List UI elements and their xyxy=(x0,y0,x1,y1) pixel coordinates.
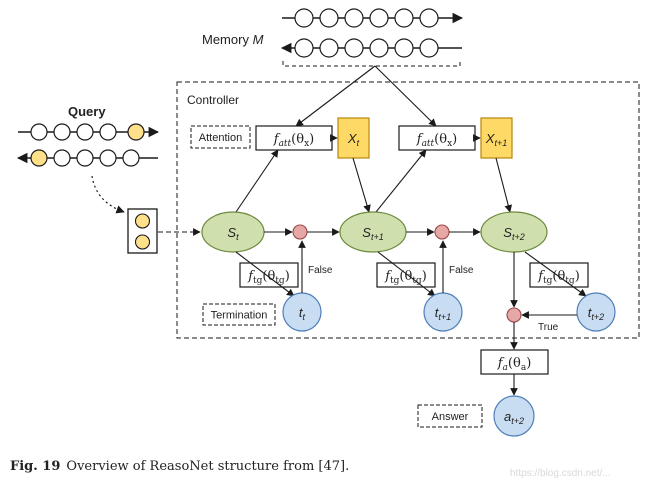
attention-label: Attention xyxy=(199,132,242,144)
terminal-t: tt xyxy=(282,292,322,332)
answer-label: Answer xyxy=(432,411,469,423)
termination-fn-box-1: ftg(θtg) xyxy=(239,262,299,288)
query-encoding xyxy=(127,208,158,254)
svg-text:St: St xyxy=(227,225,239,242)
terminal-t1: tt+1 xyxy=(423,292,463,332)
query-chain-top xyxy=(18,123,160,141)
memory-chain-bottom xyxy=(280,38,462,58)
query-chain-bottom xyxy=(16,149,158,167)
attention-label-box xyxy=(190,125,251,149)
memory-to-attention-2 xyxy=(374,65,437,127)
state-t1-to-terminal xyxy=(377,251,436,297)
state-t-to-attention xyxy=(235,149,279,213)
termination-label: Termination xyxy=(211,310,268,322)
svg-text:fatt(θx): fatt(θx) xyxy=(273,132,314,149)
termination-label-box xyxy=(202,303,276,326)
svg-text:ftg(θtg): ftg(θtg) xyxy=(384,269,427,286)
svg-text:at+2: at+2 xyxy=(504,409,524,426)
svg-text:St+2: St+2 xyxy=(503,225,524,242)
true-label: True xyxy=(538,322,559,333)
answer-fn-box: fa(θa) xyxy=(480,349,549,375)
termination-fn-box-2: ftg(θtg) xyxy=(376,262,436,288)
svg-text:fatt(θx): fatt(θx) xyxy=(416,132,457,149)
svg-text:fa(θa): fa(θa) xyxy=(497,356,532,373)
controller-label: Controller xyxy=(187,93,239,107)
controller-frame xyxy=(176,81,640,339)
svg-text:tt+2: tt+2 xyxy=(588,305,604,322)
query-label: Query xyxy=(68,104,106,119)
state-t1-to-attention xyxy=(375,149,427,213)
answer-gate xyxy=(506,307,522,323)
terminal-t2: tt+2 xyxy=(576,292,616,332)
svg-text:tt+1: tt+1 xyxy=(435,305,451,322)
svg-text:tt: tt xyxy=(299,305,306,322)
query-curve-arrow xyxy=(91,175,125,214)
x-box-t: Xt xyxy=(337,117,370,159)
state-t1: St+1 xyxy=(339,211,407,253)
svg-text:St+1: St+1 xyxy=(362,225,383,242)
x-t-to-state-t1 xyxy=(352,157,371,213)
state-t: St xyxy=(201,211,265,253)
false-label-1: False xyxy=(308,265,333,276)
memory-label: Memory M xyxy=(202,32,264,47)
memory-chain-top xyxy=(282,8,464,28)
memory-bracket xyxy=(282,61,461,67)
attention-fn-box-2: fatt(θx) xyxy=(398,125,476,151)
state-t2: St+2 xyxy=(480,211,548,253)
x-t1-to-state-t2 xyxy=(495,157,512,213)
x-box-t1: Xt+1 xyxy=(480,117,513,159)
termination-fn-box-3: ftg(θtg) xyxy=(529,262,589,288)
state-t-to-terminal xyxy=(235,251,295,297)
svg-text:Xt+1: Xt+1 xyxy=(485,131,507,148)
answer-node: at+2 xyxy=(493,395,535,437)
memory-to-attention-1 xyxy=(295,65,376,127)
svg-text:Xt: Xt xyxy=(347,131,360,148)
answer-label-box xyxy=(417,404,483,428)
query-block: Query xyxy=(16,104,201,254)
gate-2 xyxy=(434,224,450,240)
memory-block: Memory M xyxy=(202,8,464,67)
false-label-2: False xyxy=(449,265,474,276)
state-t2-to-terminal xyxy=(524,251,587,297)
gate-1 xyxy=(292,224,308,240)
watermark: https://blog.csdn.net/... xyxy=(510,468,611,479)
attention-fn-box-1: fatt(θx) xyxy=(255,125,333,151)
